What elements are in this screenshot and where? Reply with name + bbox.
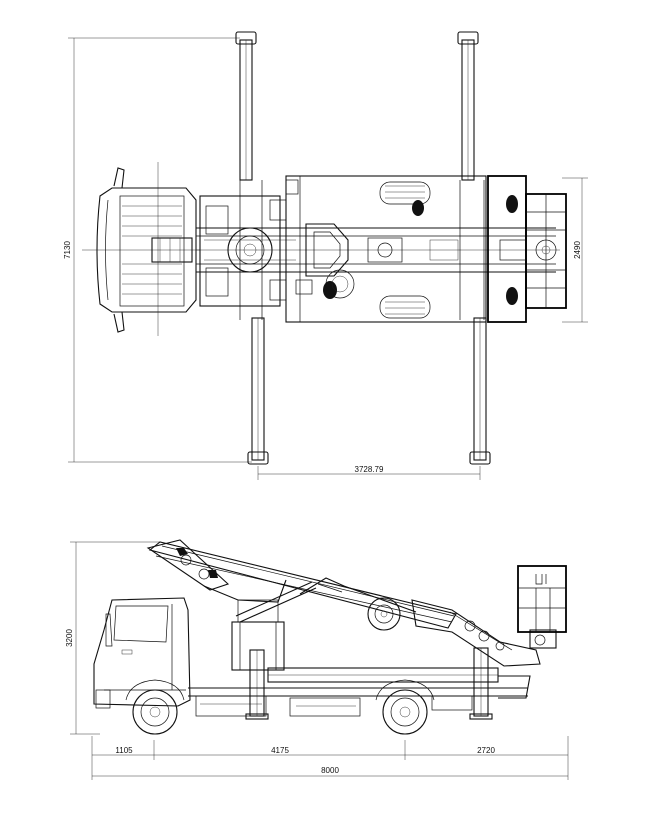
dimension-label-7130: 7130 (63, 241, 72, 259)
front-wheel-side (125, 679, 185, 735)
dimension-label-3728-79: 3728.79 (355, 465, 384, 474)
body-deck-top (285, 175, 487, 323)
telescopic-boom-side (146, 539, 557, 667)
chassis-frame-top (196, 180, 560, 320)
turret-pedestal-side (203, 579, 287, 671)
dimension-label-2490: 2490 (573, 241, 582, 259)
rear-wheel-side (375, 679, 435, 735)
top-view: 7130 2490 3728.79 (63, 31, 588, 480)
turret-assembly-top (151, 179, 313, 307)
dimension-label-4175: 4175 (271, 746, 289, 755)
dimension-overall-length-side: 8000 (92, 766, 568, 777)
platform-basket-side (517, 565, 567, 633)
chassis-side (188, 667, 531, 717)
dimension-width-top: 2490 (562, 177, 588, 323)
dimension-label-3200: 3200 (65, 629, 74, 647)
dimension-label-8000: 8000 (321, 766, 339, 775)
dimension-outrigger-spacing: 3728.79 (257, 465, 481, 480)
outrigger-legs (235, 31, 491, 465)
cab-side (93, 597, 191, 709)
cab-top (82, 162, 200, 336)
platform-basket-top (487, 175, 567, 323)
dimension-overall-length-top: 7130 (63, 37, 252, 463)
outrigger-jacks-side (245, 647, 493, 720)
dimension-axle-segments: 1105 4175 2720 (91, 736, 569, 780)
side-view: 3200 1105 4175 2720 8000 (65, 539, 569, 780)
dimension-height-side: 3200 (65, 541, 160, 735)
dimension-label-2720: 2720 (477, 746, 495, 755)
dimension-label-1105: 1105 (115, 746, 133, 755)
